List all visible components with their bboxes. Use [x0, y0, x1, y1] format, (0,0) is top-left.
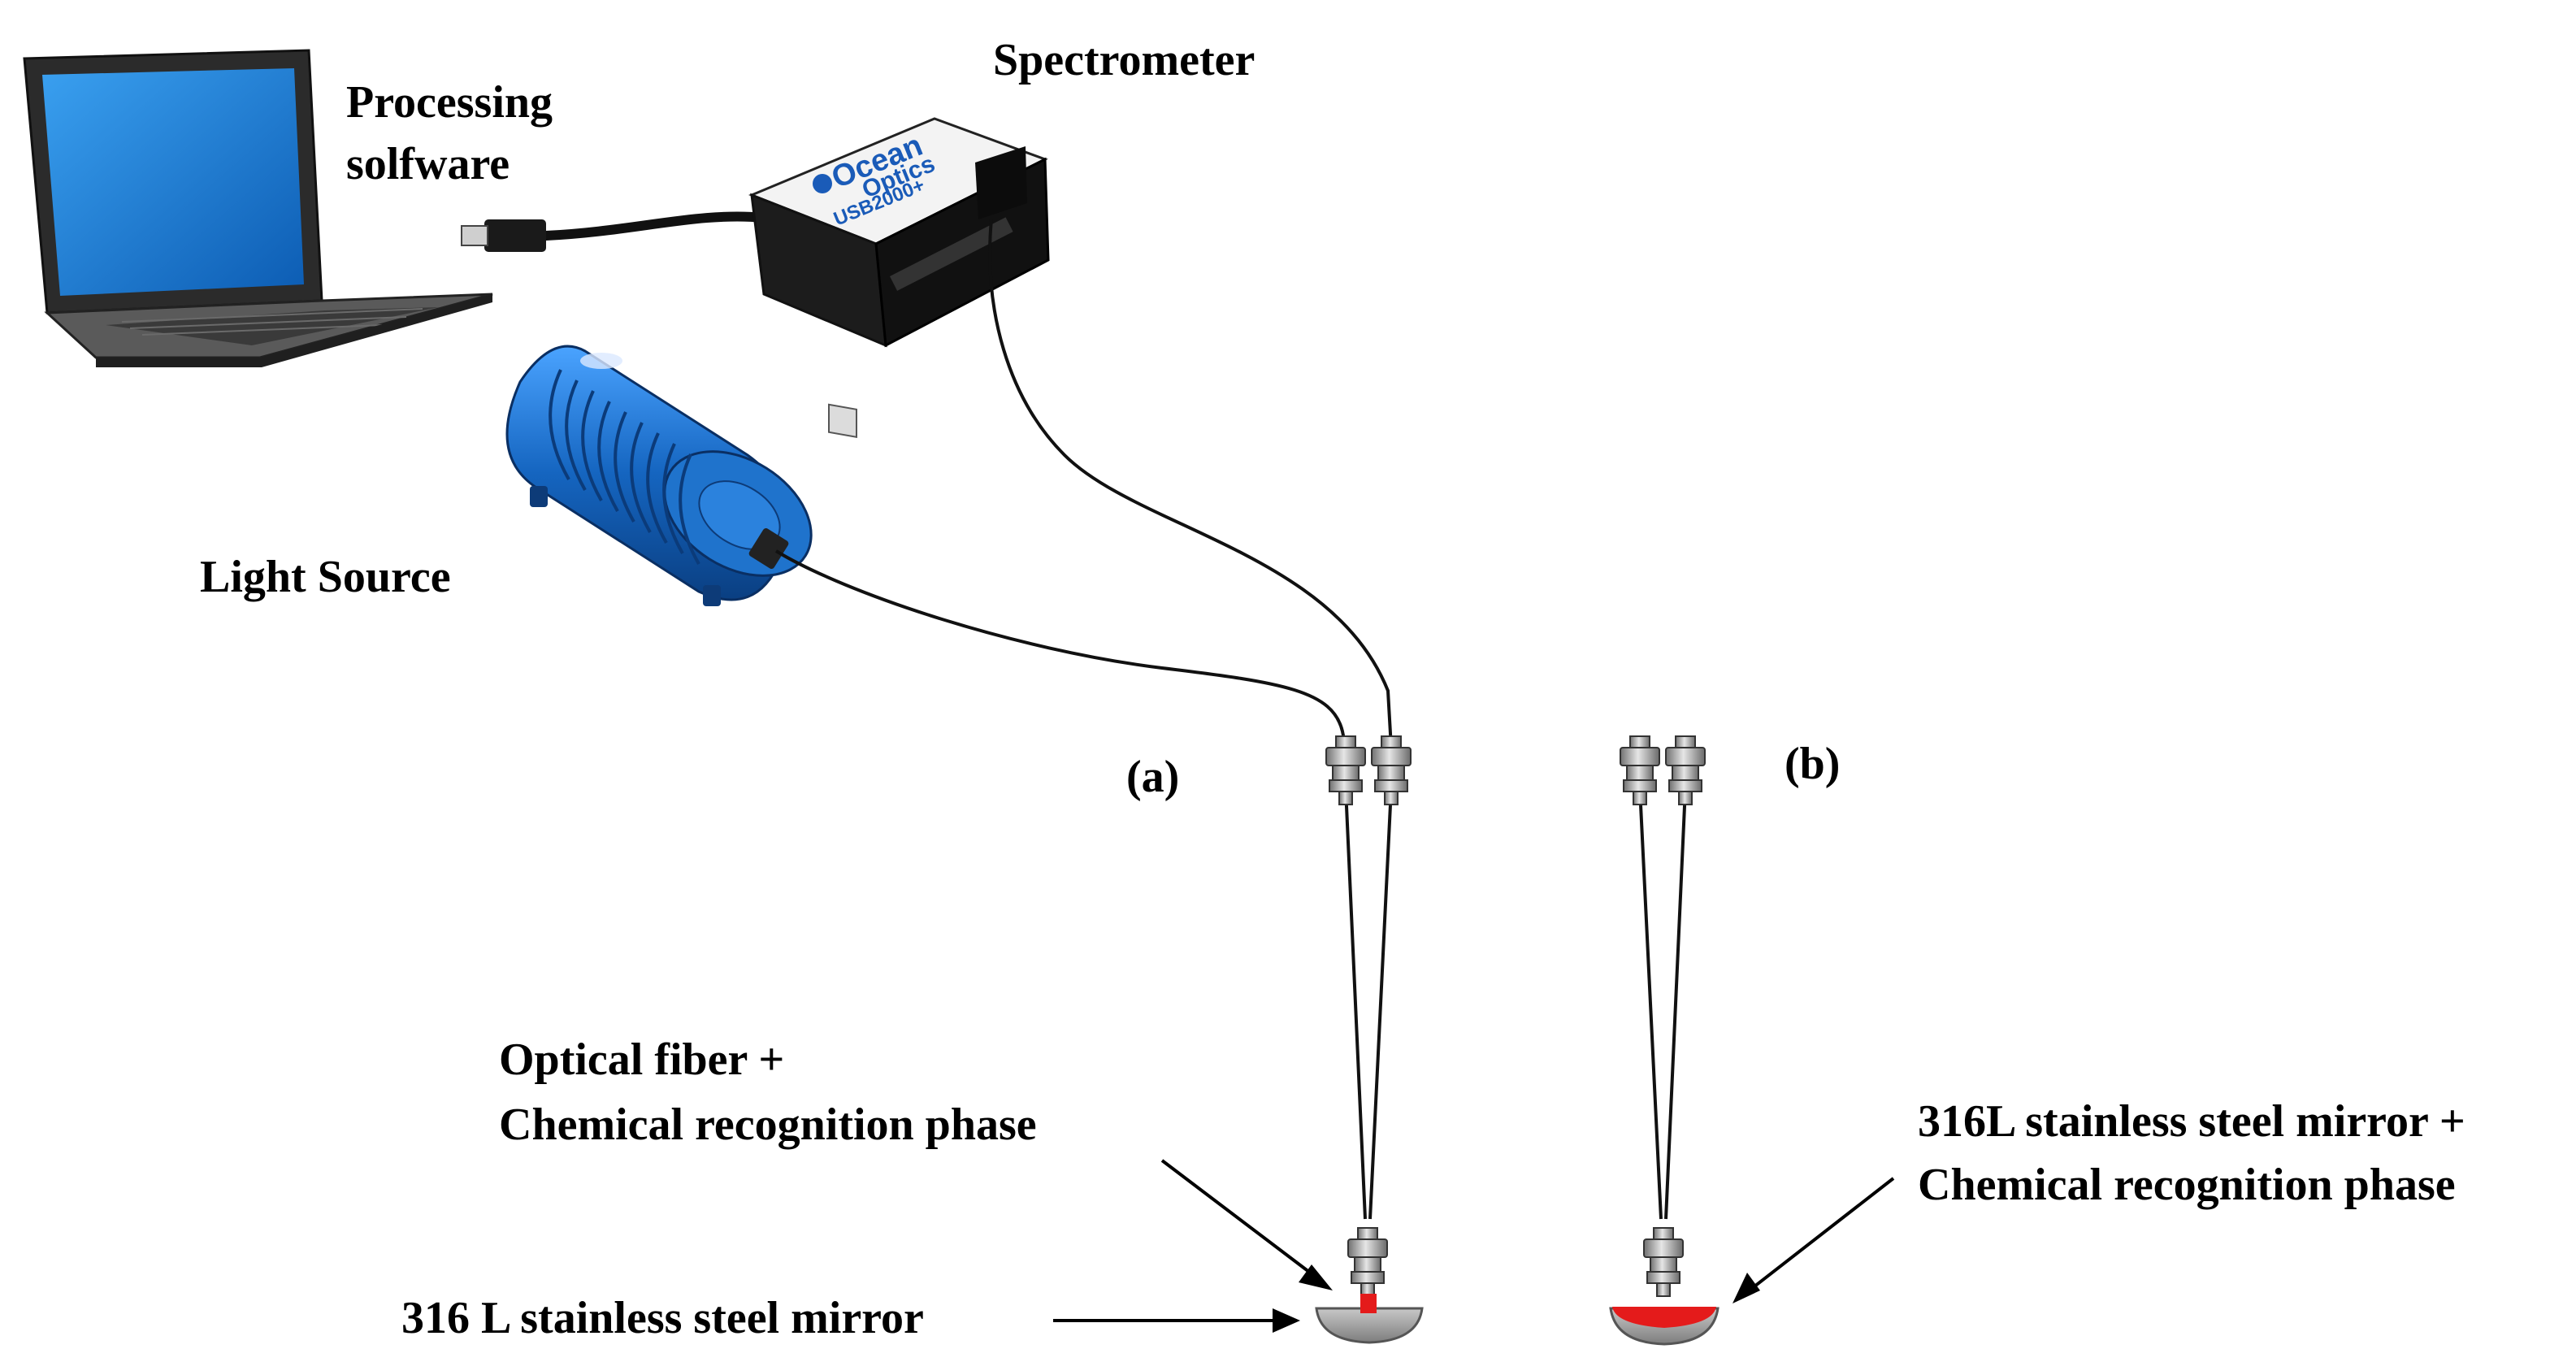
- laptop-icon: [23, 49, 493, 367]
- fiber-cables: [774, 219, 1687, 1220]
- label-panel-a: (a): [1126, 752, 1180, 802]
- spectrometer-icon: Ocean Optics USB2000+: [748, 117, 1050, 439]
- arrows: [1053, 1159, 1895, 1333]
- label-mirror-b-1: 316L stainless steel mirror +: [1918, 1096, 2465, 1147]
- label-mirror-a: 316 L stainless steel mirror: [401, 1293, 924, 1343]
- light-source-icon: [505, 345, 813, 606]
- fiber-connector-icon: [1325, 735, 1706, 805]
- probe-connector-b: [1643, 1227, 1684, 1297]
- probe-connector-a: [1347, 1227, 1388, 1297]
- mirror-b-icon: [1609, 1307, 1720, 1346]
- label-processing-2: solfware: [346, 139, 510, 189]
- label-mirror-b-2: Chemical recognition phase: [1918, 1160, 2456, 1210]
- mirror-icon: [1315, 1294, 1424, 1344]
- recognition-phase-a: [1360, 1294, 1377, 1313]
- label-spectrometer: Spectrometer: [993, 35, 1255, 85]
- label-processing-1: Processing: [346, 77, 553, 128]
- usb-plug-icon: [461, 225, 488, 246]
- label-light-source: Light Source: [200, 552, 451, 602]
- label-optical-fiber-1: Optical fiber +: [499, 1035, 785, 1085]
- recognition-phase-b: [1612, 1307, 1716, 1328]
- usb-cable: [461, 211, 769, 252]
- label-optical-fiber-2: Chemical recognition phase: [499, 1100, 1037, 1150]
- label-panel-b: (b): [1785, 739, 1841, 789]
